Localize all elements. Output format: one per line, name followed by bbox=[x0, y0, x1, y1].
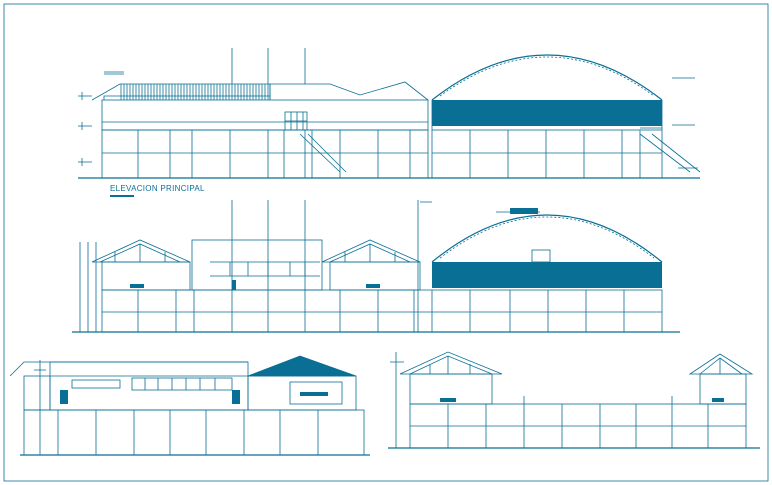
main-elevation bbox=[78, 48, 701, 179]
sheet-border bbox=[3, 3, 769, 482]
lateral-elevation-left bbox=[9, 355, 370, 456]
section-elevation bbox=[72, 200, 680, 333]
lateral-elevation-right bbox=[388, 351, 760, 449]
drawing-title: ELEVACION PRINCIPAL bbox=[110, 184, 205, 193]
title-underline bbox=[110, 195, 134, 197]
